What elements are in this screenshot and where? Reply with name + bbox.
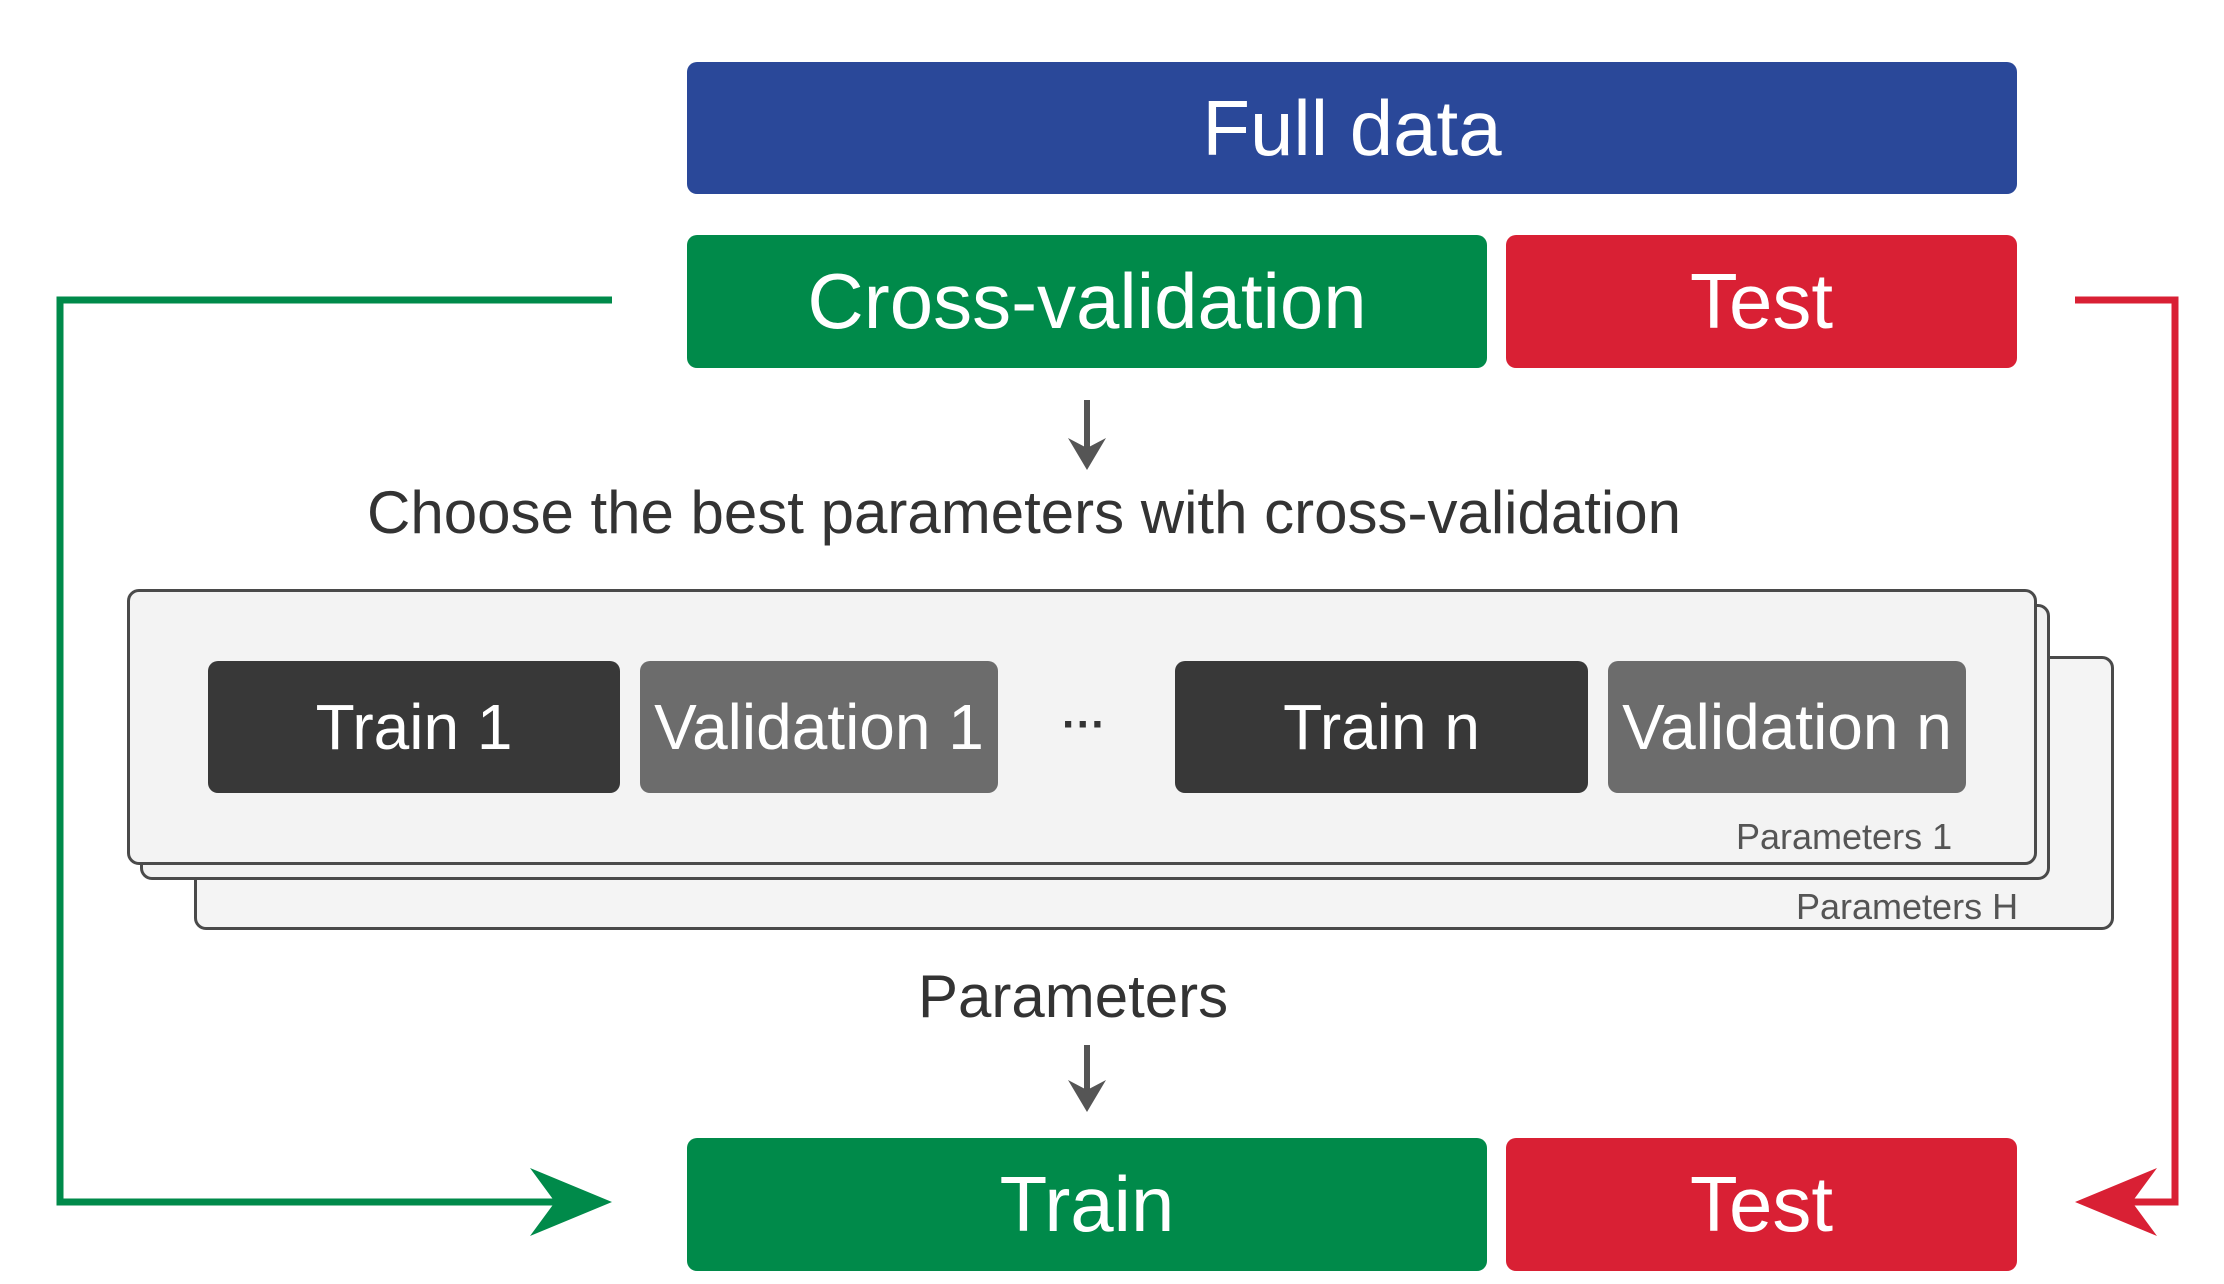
test-label-bottom: Test (1689, 1160, 1834, 1248)
test-box-top: Test (1506, 235, 2017, 368)
choose-parameters-text: Choose the best parameters with cross-va… (367, 479, 1681, 546)
ellipsis: ··· (1062, 700, 1106, 749)
validation-1-label: Validation 1 (654, 691, 984, 763)
validation-n-label: Validation n (1622, 691, 1952, 763)
full-data-label: Full data (1202, 83, 1502, 172)
validation-n-box: Validation n (1608, 661, 1966, 793)
full-data-box: Full data (687, 62, 2017, 194)
cross-validation-label: Cross-validation (807, 257, 1367, 345)
green-arrowhead (530, 1168, 612, 1236)
parameters-h-label: Parameters H (1796, 886, 2019, 927)
train-box: Train (687, 1138, 1487, 1271)
test-label-top: Test (1689, 257, 1834, 345)
parameters-label: Parameters (918, 963, 1229, 1030)
green-connector-line (56, 296, 612, 1206)
train-n-label: Train n (1283, 691, 1480, 763)
train-1-label: Train 1 (315, 691, 513, 763)
parameters-1-label: Parameters 1 (1736, 816, 1953, 857)
train-label: Train (999, 1160, 1175, 1248)
validation-1-box: Validation 1 (640, 661, 998, 793)
train-1-box: Train 1 (208, 661, 620, 793)
down-arrow-1-head (1068, 438, 1106, 470)
cross-validation-box: Cross-validation (687, 235, 1487, 368)
red-arrowhead (2075, 1168, 2157, 1236)
red-connector-line (2075, 296, 2179, 1206)
train-n-box: Train n (1175, 661, 1588, 793)
test-box-bottom: Test (1506, 1138, 2017, 1271)
down-arrow-2-head (1068, 1080, 1106, 1112)
